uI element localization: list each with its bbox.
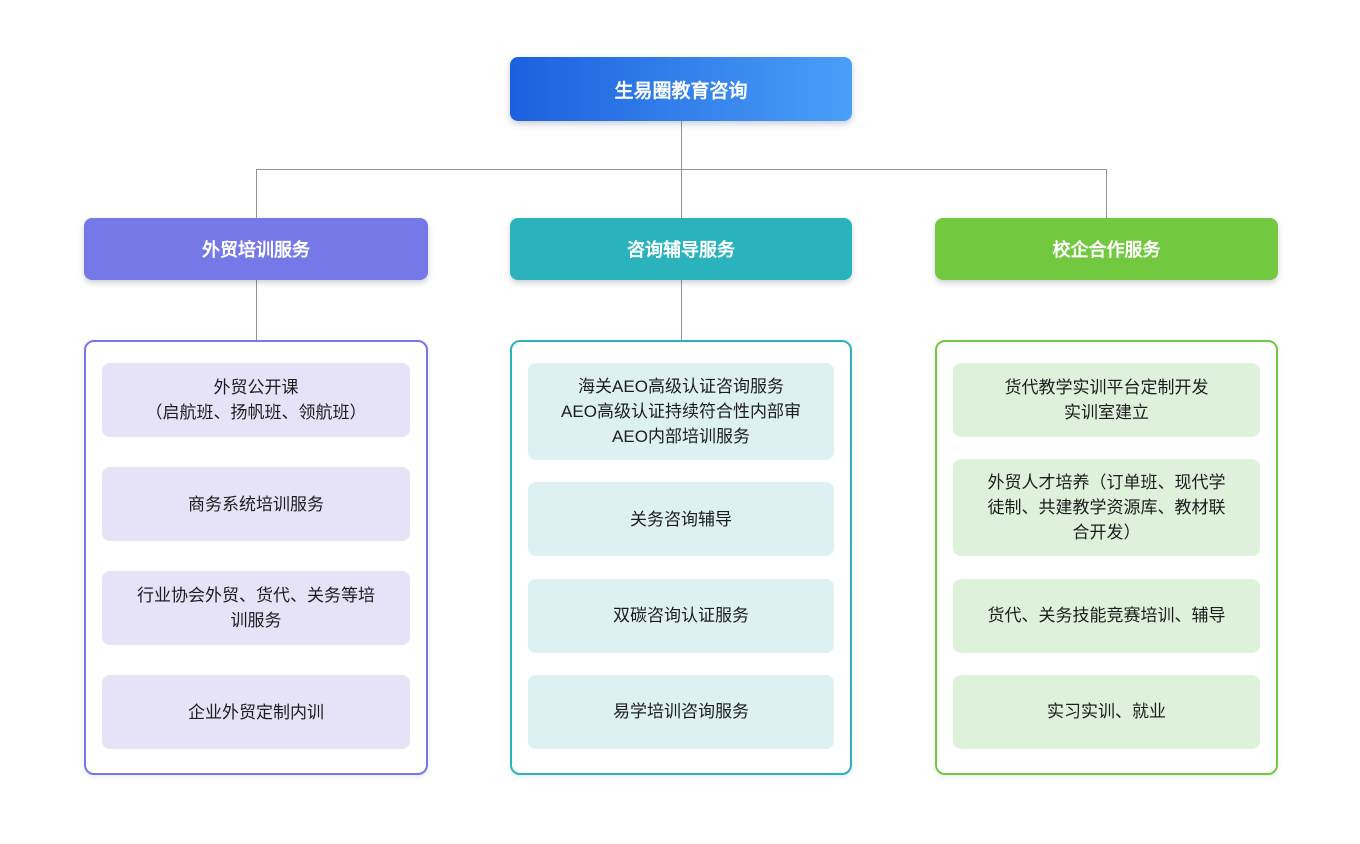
branch-item: 实习实训、就业 xyxy=(953,674,1260,749)
branch-item: 货代、关务技能竞赛培训、辅导 xyxy=(953,578,1260,653)
branch-item: 外贸公开课 （启航班、扬帆班、领航班） xyxy=(102,363,410,437)
connector-line-left-header-to-box xyxy=(256,280,257,340)
branch-item: 货代教学实训平台定制开发 实训室建立 xyxy=(953,363,1260,437)
branch-header-school-enterprise: 校企合作服务 xyxy=(935,218,1278,280)
connector-line-drop-left xyxy=(256,169,257,218)
branch-item: 行业协会外贸、货代、关务等培训服务 xyxy=(102,571,410,645)
connector-line-drop-middle xyxy=(681,169,682,218)
branch-header-label: 外贸培训服务 xyxy=(202,240,310,260)
branch-container-school-enterprise: 货代教学实训平台定制开发 实训室建立 外贸人才培养（订单班、现代学徒制、共建教学… xyxy=(935,340,1278,775)
connector-line-middle-header-to-box xyxy=(681,280,682,340)
branch-container-trade-training: 外贸公开课 （启航班、扬帆班、领航班） 商务系统培训服务 行业协会外贸、货代、关… xyxy=(84,340,428,775)
branch-item: 易学培训咨询服务 xyxy=(528,674,834,749)
branch-header-trade-training: 外贸培训服务 xyxy=(84,218,428,280)
branch-header-label: 校企合作服务 xyxy=(1052,240,1161,260)
connector-line-root-down xyxy=(681,121,682,169)
branch-item: 外贸人才培养（订单班、现代学徒制、共建教学资源库、教材联合开发） xyxy=(953,459,1260,557)
branch-header-consulting: 咨询辅导服务 xyxy=(510,218,852,280)
branch-item: 关务咨询辅导 xyxy=(528,482,834,557)
branch-item: 商务系统培训服务 xyxy=(102,467,410,541)
branch-header-label: 咨询辅导服务 xyxy=(627,240,735,260)
connector-line-drop-right xyxy=(1106,169,1107,218)
branch-item: 海关AEO高级认证咨询服务 AEO高级认证持续符合性内部审 AEO内部培训服务 xyxy=(528,363,834,460)
branch-item: 双碳咨询认证服务 xyxy=(528,578,834,653)
branch-container-consulting: 海关AEO高级认证咨询服务 AEO高级认证持续符合性内部审 AEO内部培训服务 … xyxy=(510,340,852,775)
branch-item: 企业外贸定制内训 xyxy=(102,675,410,749)
root-node-label: 生易圈教育咨询 xyxy=(614,80,748,102)
root-node: 生易圈教育咨询 xyxy=(510,57,852,121)
